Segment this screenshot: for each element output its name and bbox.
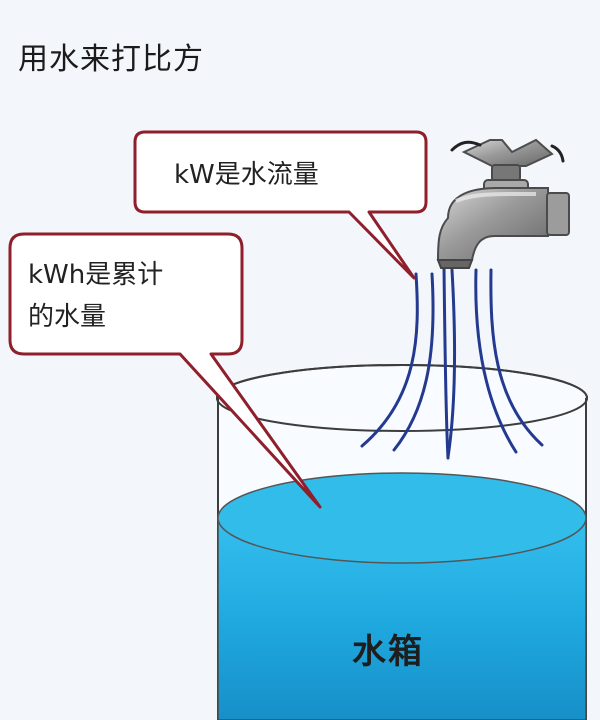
kwh-bubble-line-2: 的水量	[28, 302, 107, 332]
kwh-speech-bubble	[8, 232, 322, 509]
faucet-icon	[436, 138, 570, 269]
kw-bubble-text: kW是水流量	[174, 160, 319, 190]
page-title: 用水来打比方	[18, 42, 204, 77]
tank-label: 水箱	[352, 632, 424, 672]
kwh-bubble-line-1: kWh是累计	[28, 260, 164, 290]
tank-water	[217, 472, 587, 720]
kwh-bubble-text: kWh是累计 的水量	[28, 254, 163, 338]
kw-speech-bubble	[133, 130, 428, 280]
water-streams	[360, 264, 544, 460]
